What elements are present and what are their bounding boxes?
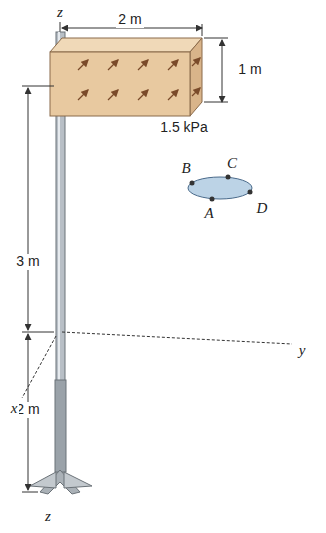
dimension-label: 3 m [14,254,41,269]
point-label: B [179,160,192,177]
point-label: A [202,205,215,222]
pressure-label: 1.5 kPa [158,120,209,135]
axis-label: y [297,342,308,359]
axis-label: x [9,400,20,417]
dimension-label: 1 m [236,62,263,77]
dimension-label: 2 m [116,12,143,27]
point-label: D [255,200,270,217]
axis-label: z [43,508,53,525]
axis-label: z [55,4,65,21]
point-label: C [225,155,239,172]
